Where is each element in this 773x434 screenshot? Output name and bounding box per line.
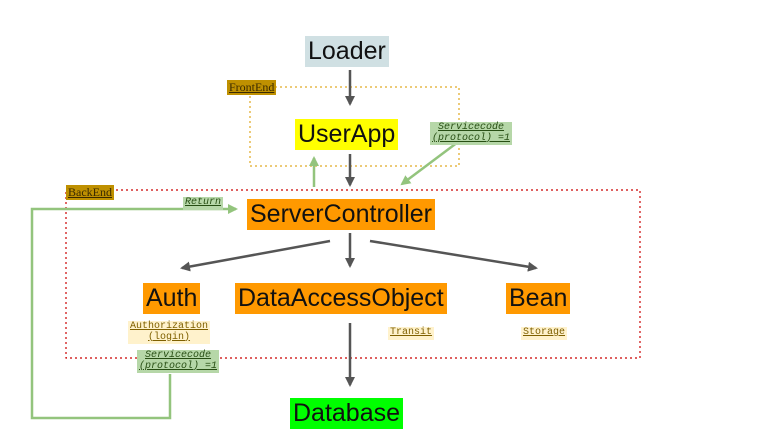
arrow-server-to-bean	[369, 239, 538, 272]
loader-node: Loader	[305, 36, 389, 67]
servicecode-top-label: Servicecode (protocol) =1	[430, 122, 513, 145]
arrow-server-to-auth	[180, 239, 331, 272]
servicecode-bottom-line2: (protocol) =1	[139, 360, 218, 372]
database-node: Database	[290, 398, 404, 429]
authorization-line2: (login)	[148, 331, 191, 343]
user-app-node: UserApp	[295, 119, 399, 150]
server-controller-node: ServerController	[247, 199, 436, 230]
servicecode-top-line2: (protocol) =1	[432, 132, 511, 144]
backend-boundary	[65, 189, 641, 359]
storage-label: Storage	[521, 327, 568, 340]
return-label: Return	[183, 197, 224, 210]
servicecode-bottom-line1: Servicecode	[145, 350, 212, 361]
servicecode-top-line1: Servicecode	[438, 122, 505, 133]
arrow-return-loop-green	[30, 204, 238, 420]
authorization-line1: Authorization	[130, 321, 209, 332]
transit-label: Transit	[388, 327, 435, 340]
auth-node: Auth	[143, 283, 201, 314]
bean-node: Bean	[506, 283, 571, 314]
servicecode-bottom-label: Servicecode (protocol) =1	[137, 350, 220, 373]
arrow-servicecode-to-server-green	[400, 141, 459, 186]
backend-label: BackEnd	[66, 185, 114, 200]
frontend-label: FrontEnd	[227, 80, 277, 95]
frontend-boundary	[249, 86, 460, 167]
authorization-label: Authorization (login)	[128, 321, 211, 344]
data-access-object-node: DataAccessObject	[235, 283, 447, 314]
